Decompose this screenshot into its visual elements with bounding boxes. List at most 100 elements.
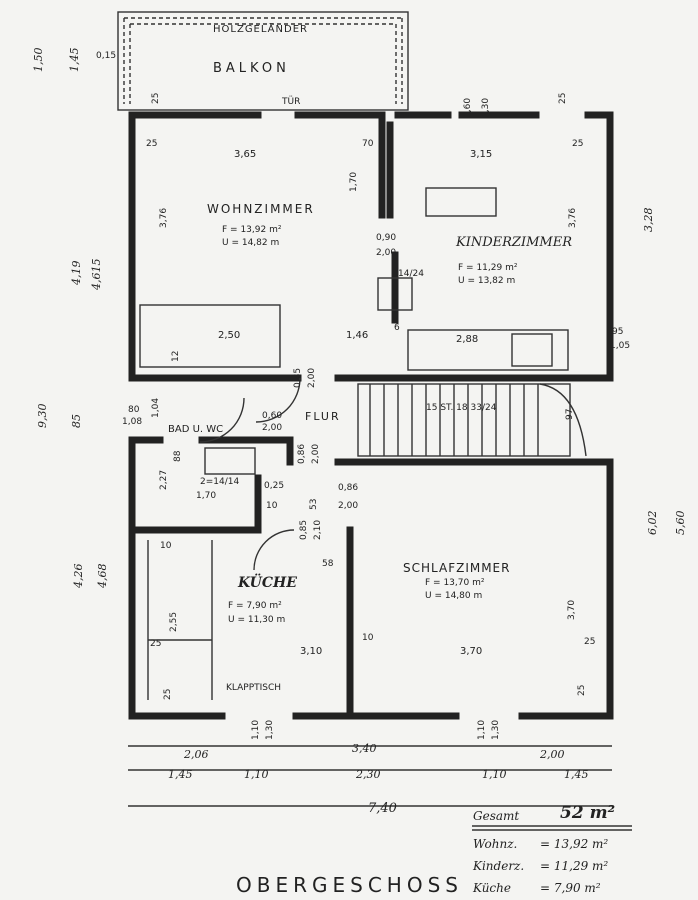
label-schlafzimmer: SCHLAFZIMMER [403,561,510,575]
dim-1-46: 1,46 [346,330,368,341]
dim-1-05: 1,05 [610,341,630,351]
dim-0-60: 0,60 [262,411,282,421]
bath-tub [204,447,256,475]
dim-right-3-28: 3,28 [642,208,655,233]
dim-bottom-1-10-b: 1,10 [482,768,507,781]
label-holzgelaender: HOLZGELÄNDER [213,22,308,35]
staircase [357,383,587,457]
dim-3-15: 3,15 [470,149,492,160]
dim-2-50: 2,50 [218,330,240,341]
dim-1-60: 1,60 [463,98,473,118]
dim-1-30-c: 1,30 [491,720,501,740]
dim-1-30-b: 1,30 [265,720,275,740]
dim-10-b: 10 [160,541,172,551]
plan-title: OBERGESCHOSS [236,873,463,897]
dim-2-88: 2,88 [456,334,478,345]
dim-right-6-02: 6,02 [646,511,659,536]
label-wohnzimmer: WOHNZIMMER [207,202,315,216]
dim-3-10: 3,10 [300,646,322,657]
desk [425,187,497,217]
dim-1-30-a: 1,30 [481,98,491,118]
label-flur: FLUR [305,410,341,423]
dim-1-70-b: 1,70 [196,491,216,501]
dim-12: 12 [171,351,181,362]
balcony-railing-inner [129,23,397,104]
dim-2-14-14: 2=14/14 [200,477,239,487]
dim-25-h: 25 [577,685,587,696]
dim-14-24: 14/24 [398,269,424,279]
summary-gesamt-label: Gesamt [473,809,519,823]
label-kinderzimmer: KINDERZIMMER [455,235,572,250]
wohnzimmer-perimeter: U = 14,82 m [222,238,279,248]
label-balkon: BALKON [213,61,290,76]
wohnzimmer-area: F = 13,92 m² [222,225,282,235]
stove [377,277,413,311]
dim-left-85: 85 [70,414,83,428]
dim-95: 95 [612,327,623,337]
summary-wohn-value: = 13,92 m² [540,837,608,851]
dim-0-86-b: 0,86 [338,483,358,493]
dim-70: 70 [362,139,374,149]
summary-underline [472,825,632,831]
dim-left-1-50: 1,50 [32,48,45,73]
dim-bottom-7-40: 7,40 [368,801,397,816]
dim-bottom-2-06: 2,06 [183,748,209,761]
door-swing-flur [255,377,301,423]
dim-2-00-c: 2,00 [262,423,282,433]
dim-bottom-3-40: 3,40 [352,742,377,755]
dim-0-15: 0,15 [96,51,116,61]
dim-1-10-b: 1,10 [477,720,487,740]
outer-wall-top [128,111,614,314]
dim-3-76-b: 3,76 [568,208,578,228]
dim-left-1-45: 1,45 [68,48,81,73]
dim-97: 97 [565,409,575,420]
dim-0-86-a: 0,86 [297,444,307,464]
dim-2-10: 2,10 [313,520,323,540]
label-tuer: TÜR [281,96,300,107]
dim-bottom-1-45-a: 1,45 [168,768,193,781]
summary-kind-label: Kinderz. [472,859,524,873]
summary-gesamt-value: 52 m² [560,803,615,823]
dim-25-b: 25 [146,139,157,149]
area-summary: Gesamt 52 m² Wohnz. = 13,92 m² Kinderz. … [472,803,632,895]
dim-bottom-2-30: 2,30 [355,768,381,781]
dim-2-00-e: 2,00 [338,501,358,511]
dim-2-00-d: 2,00 [311,444,321,464]
dim-2-55: 2,55 [169,612,179,632]
dim-10-a: 10 [266,501,278,511]
dim-right-5-60: 5,60 [674,511,687,536]
dim-80: 80 [128,405,140,415]
kueche-perimeter: U = 11,30 m [228,615,285,625]
kinderzimmer-perimeter: U = 13,82 m [458,276,515,286]
dim-bottom-1-45-b: 1,45 [564,768,589,781]
dim-25-e: 25 [150,639,161,649]
schlafzimmer-area: F = 13,70 m² [425,578,485,588]
dim-bottom-2-00: 2,00 [539,748,565,761]
dim-left-4-615: 4,615 [90,259,103,292]
dim-0-25: 0,25 [264,481,284,491]
kinder-cabinet [407,329,569,371]
dim-1-10-a: 1,10 [251,720,261,740]
dim-left-4-68: 4,68 [96,564,109,590]
wardrobe [139,304,281,368]
kinderzimmer-area: F = 11,29 m² [458,263,518,273]
dim-1-70: 1,70 [349,172,359,192]
dim-1-04: 1,04 [151,398,161,418]
dim-25-c: 25 [558,93,568,104]
dim-3-65: 3,65 [234,149,256,160]
summary-kueche-value: = 7,90 m² [540,881,601,895]
dim-0-90: 0,90 [376,233,396,243]
summary-kind-value: = 11,29 m² [540,859,608,873]
wall-bad [134,436,294,466]
dim-53: 53 [309,499,319,510]
dim-6: 6 [394,323,400,333]
schlafzimmer-perimeter: U = 14,80 m [425,591,482,601]
label-bad: BAD U. WC [168,424,223,435]
door-swing-kueche [253,529,295,571]
dim-25-f: 25 [163,689,173,700]
dim-left-4-19: 4,19 [70,261,83,287]
balcony-railing [123,17,403,104]
summary-kueche-label: Küche [472,881,511,895]
kinder-sink [511,333,553,367]
